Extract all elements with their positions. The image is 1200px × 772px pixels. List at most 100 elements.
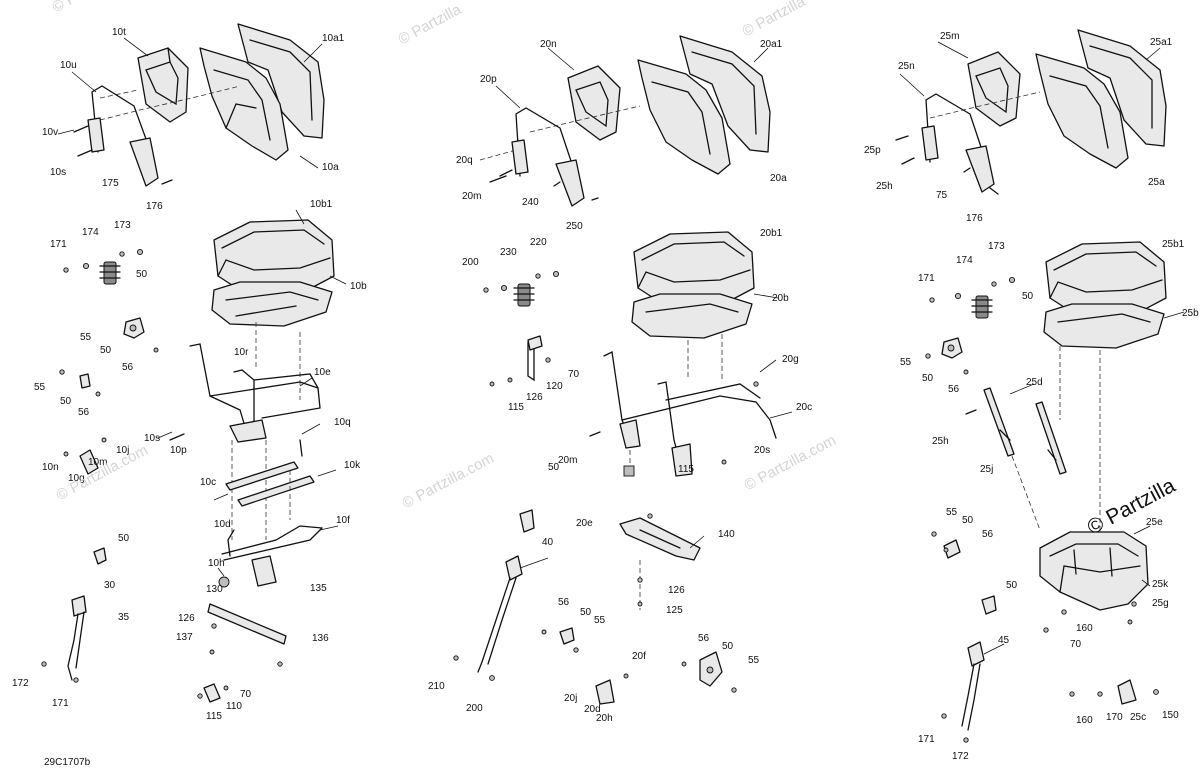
callout-20s: 20s <box>754 445 771 456</box>
callout-70: 70 <box>240 689 252 700</box>
bracket-25c <box>1117 679 1137 705</box>
callout-10s-top: 10s <box>50 167 67 178</box>
buckle-50-right <box>941 337 963 359</box>
callout-10s: 10s <box>144 433 161 444</box>
callout-172-right: 172 <box>952 751 969 762</box>
callout-10q: 10q <box>334 417 351 428</box>
callout-126-a: 126 <box>526 392 543 403</box>
callout-50-buckle: 50 <box>100 345 112 356</box>
callout-126: 126 <box>178 613 195 624</box>
callout-56-a: 56 <box>122 362 134 373</box>
callout-250: 250 <box>566 221 583 232</box>
callout-35: 35 <box>118 612 130 623</box>
bracket-110 <box>203 683 221 703</box>
callout-10p: 10p <box>170 445 187 456</box>
seat-base-25b <box>1043 303 1165 349</box>
callout-50-mid-latch: 50 <box>548 462 560 473</box>
callout-135: 135 <box>310 583 327 594</box>
callout-10k: 10k <box>344 460 361 471</box>
seat-back-10a <box>199 23 325 161</box>
seat-back-20a <box>637 35 771 175</box>
callout-10d: 10d <box>214 519 231 530</box>
bumper-10h <box>218 576 230 588</box>
callout-174-right: 174 <box>956 255 973 266</box>
callout-25p: 25p <box>864 145 881 156</box>
callout-50-right-clip: 50 <box>962 515 974 526</box>
headrest-frame-10u <box>87 85 159 187</box>
callout-20d: 20d <box>584 704 601 715</box>
callout-20b1: 20b1 <box>760 228 783 239</box>
callout-172: 172 <box>12 678 29 689</box>
callout-140: 140 <box>718 529 735 540</box>
retractor-230 <box>513 283 535 307</box>
callout-173-right: 173 <box>988 241 1005 252</box>
callout-20f: 20f <box>632 651 646 662</box>
callout-175: 175 <box>102 178 119 189</box>
callout-120: 120 <box>546 381 563 392</box>
latch-50-left <box>93 547 107 565</box>
callout-20m-top: 20m <box>462 191 482 202</box>
callout-40: 40 <box>542 537 554 548</box>
seat-base-10b <box>211 281 333 327</box>
belt-45 <box>961 641 985 731</box>
seat-back-25a <box>1035 29 1167 169</box>
callout-20m: 20m <box>558 455 578 466</box>
callout-10m: 10m <box>88 457 108 468</box>
callout-25h: 25h <box>932 436 949 447</box>
callout-171-right: 171 <box>918 273 935 284</box>
callout-20h: 20h <box>596 713 613 724</box>
callout-171: 171 <box>50 239 67 250</box>
callout-50-right-retractor: 50 <box>1022 291 1034 302</box>
callout-10e: 10e <box>314 367 331 378</box>
seat-frame-20c <box>603 351 777 477</box>
callout-171-right-b: 171 <box>918 734 935 745</box>
seat-cushion-10b1 <box>213 219 335 299</box>
belt-30 <box>67 595 87 681</box>
buckle-50-left <box>123 317 145 339</box>
callout-25a1: 25a1 <box>1150 37 1173 48</box>
bar-130 <box>207 603 287 645</box>
callout-55-right-a: 55 <box>900 357 912 368</box>
callout-10b1: 10b1 <box>310 199 333 210</box>
hardware-right <box>895 135 1159 743</box>
callout-10u: 10u <box>60 60 77 71</box>
buckle-50-mid <box>699 651 723 687</box>
callout-10a: 10a <box>322 162 339 173</box>
callout-20a: 20a <box>770 173 787 184</box>
callout-25a: 25a <box>1148 177 1165 188</box>
callout-50-clip: 50 <box>60 396 72 407</box>
bumper-20e <box>623 465 635 477</box>
callout-55-right-b: 55 <box>946 507 958 518</box>
callout-200-b: 200 <box>466 703 483 714</box>
callout-20b: 20b <box>772 293 789 304</box>
callout-20c: 20c <box>796 402 813 413</box>
callout-200-a: 200 <box>462 257 479 268</box>
callout-220: 220 <box>530 237 547 248</box>
callout-150: 150 <box>1162 710 1179 721</box>
seat-base-20b <box>631 293 753 339</box>
callout-10g: 10g <box>68 473 85 484</box>
callout-137: 137 <box>176 632 193 643</box>
latch-50-mid <box>519 509 535 533</box>
bracket-120 <box>527 335 543 382</box>
callout-55-a: 55 <box>80 332 92 343</box>
callout-173: 173 <box>114 220 131 231</box>
callout-10c: 10c <box>200 477 217 488</box>
seat-cushion-20b1 <box>633 231 755 311</box>
latch-50-right <box>981 595 997 615</box>
callout-136: 136 <box>312 633 329 644</box>
callout-20n: 20n <box>540 39 557 50</box>
callout-25d: 25d <box>1026 377 1043 388</box>
retractor-50-right <box>971 295 993 319</box>
callout-10n: 10n <box>42 462 59 473</box>
callout-45: 45 <box>998 635 1010 646</box>
callout-25h-top: 25h <box>876 181 893 192</box>
callout-10f: 10f <box>336 515 350 526</box>
callout-30: 30 <box>104 580 116 591</box>
headrest-20n <box>567 65 621 141</box>
clip-50-right <box>943 539 961 559</box>
leader-lines <box>57 37 1185 655</box>
callout-56-mid-b: 56 <box>698 633 710 644</box>
callout-50-mid-clip: 50 <box>580 607 592 618</box>
